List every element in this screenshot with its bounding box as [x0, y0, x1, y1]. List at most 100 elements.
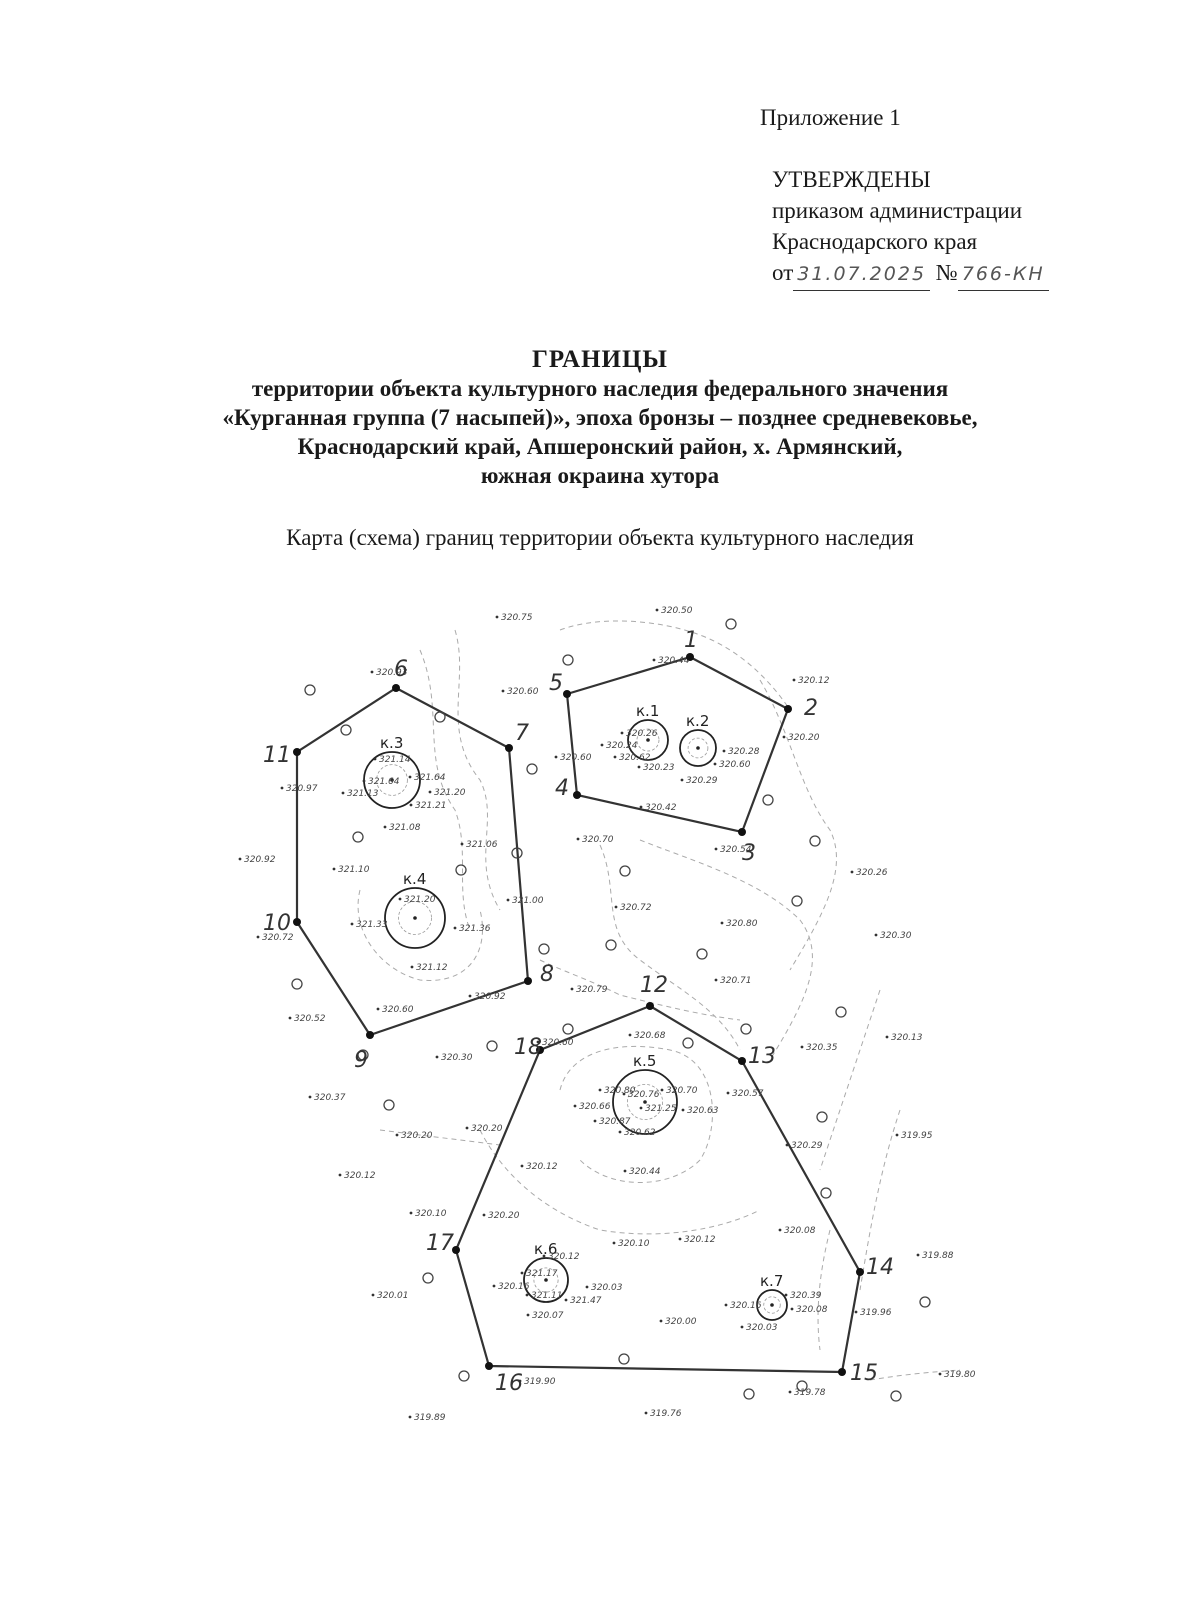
- elevation-dot: [714, 847, 718, 851]
- elevation-label: 320.60: [560, 753, 592, 763]
- elevation-dot: [256, 935, 260, 939]
- boundary-point-number: 3: [742, 841, 756, 866]
- elevation-label: 320.16: [730, 1301, 762, 1311]
- elevation-label: 320.23: [643, 763, 675, 773]
- elevation-dot: [714, 978, 718, 982]
- elevation-label: 320.87: [599, 1117, 631, 1127]
- elevation-dot: [613, 755, 617, 759]
- survey-marker: [696, 948, 708, 960]
- boundary-point-number: 14: [866, 1255, 894, 1280]
- elevation-dot: [338, 1173, 342, 1177]
- boundary-point-number: 15: [850, 1361, 878, 1386]
- elevation-label: 320.16: [498, 1282, 530, 1292]
- elevation-dot: [681, 1108, 685, 1112]
- elevation-dot: [465, 1126, 469, 1130]
- mound-circle: [612, 1069, 678, 1135]
- map-caption: Карта (схема) границ территории объекта …: [286, 525, 914, 550]
- number-prefix: №: [935, 260, 958, 285]
- elevation-dot: [408, 775, 412, 779]
- elevation-label: 320.24: [606, 741, 638, 751]
- elevation-label: 320.10: [415, 1209, 447, 1219]
- boundary-point: [524, 977, 532, 985]
- mound-top-dot: [770, 1303, 774, 1307]
- survey-marker: [740, 1023, 752, 1035]
- boundary-point: [686, 653, 694, 661]
- elevation-dot: [885, 1035, 889, 1039]
- elevation-label: 321.20: [434, 788, 466, 798]
- elevation-dot: [680, 778, 684, 782]
- region-label: Краснодарского края: [772, 229, 978, 254]
- elevation-label: 320.29: [686, 776, 718, 786]
- elevation-dot: [238, 857, 242, 861]
- elevation-dot: [468, 994, 472, 998]
- boundary-point-number: 9: [354, 1048, 368, 1073]
- elevation-label: 320.79: [576, 985, 608, 995]
- elevation-dot: [916, 1253, 920, 1257]
- elevation-label: 321.00: [512, 896, 544, 906]
- boundary-point: [293, 748, 301, 756]
- elevation-dot: [637, 765, 641, 769]
- elevation-label: 321.36: [459, 924, 491, 934]
- elevation-label: 320.80: [726, 919, 758, 929]
- survey-markers: [291, 618, 931, 1402]
- elevation-label: 320.62: [619, 753, 651, 763]
- elevation-label: 320.44: [658, 656, 690, 666]
- elevation-label: 320.20: [488, 1211, 520, 1221]
- mound-inner-contour: [636, 728, 660, 752]
- elevation-dot: [492, 1284, 496, 1288]
- boundary-point-number: 1: [684, 628, 698, 653]
- elevation-label: 319.88: [922, 1251, 954, 1261]
- mound-circle: [679, 729, 717, 767]
- elevation-dot: [785, 1143, 789, 1147]
- elevation-dot: [409, 803, 413, 807]
- mound-inner-contour: [627, 1083, 664, 1120]
- mound-label: к.5: [633, 1052, 656, 1070]
- boundary-point-number: 18: [514, 1035, 542, 1060]
- survey-marker: [809, 835, 821, 847]
- elevation-dot: [788, 1390, 792, 1394]
- elevation-label: 320.72: [620, 903, 652, 913]
- elevation-dot: [724, 1303, 728, 1307]
- boundary-point-number: 6: [394, 657, 408, 682]
- elevation-dot: [520, 1271, 524, 1275]
- mound-inner-contour: [398, 901, 432, 935]
- elevation-label: 320.12: [344, 1171, 376, 1181]
- elevation-label: 320.71: [720, 976, 752, 986]
- elevation-label: 320.12: [526, 1162, 558, 1172]
- elevation-label: 320.57: [732, 1089, 764, 1099]
- order-date: 31.07.2025: [793, 259, 931, 291]
- mound-inner-contour: [533, 1267, 559, 1293]
- mound-circle: [523, 1257, 569, 1303]
- elevation-dot: [308, 1095, 312, 1099]
- boundary-point-number: 12: [640, 973, 668, 998]
- elevation-dot: [784, 1293, 788, 1297]
- elevation-label: 320.28: [728, 747, 760, 757]
- elevation-label: 320.12: [684, 1235, 716, 1245]
- elevation-dot: [938, 1372, 942, 1376]
- elevation-dot: [410, 965, 414, 969]
- survey-marker: [791, 895, 803, 907]
- survey-marker: [725, 618, 737, 630]
- mound-top-dot: [646, 738, 650, 742]
- mound-inner-contour: [687, 737, 709, 759]
- elevation-label: 321.14: [379, 755, 411, 765]
- elevation-dot: [435, 1055, 439, 1059]
- appendix-label: Приложение 1: [760, 105, 901, 130]
- elevation-dot: [428, 790, 432, 794]
- survey-marker: [291, 978, 303, 990]
- approval-stamp: УТВЕРЖДЕНЫ приказом администрации Красно…: [772, 164, 1049, 291]
- boundary-point: [452, 1246, 460, 1254]
- title-main: ГРАНИЦЫ: [532, 346, 668, 373]
- boundary-point: [505, 744, 513, 752]
- elevation-dot: [332, 867, 336, 871]
- elevation-label: 320.37: [314, 1093, 346, 1103]
- survey-marker: [352, 831, 364, 843]
- elevation-dot: [573, 1104, 577, 1108]
- elevation-dot: [520, 1164, 524, 1168]
- survey-marker: [820, 1187, 832, 1199]
- elevation-label: 320.76: [628, 1090, 660, 1100]
- elevation-dot: [536, 1040, 540, 1044]
- boundary-point: [366, 1031, 374, 1039]
- elevation-dot: [288, 1016, 292, 1020]
